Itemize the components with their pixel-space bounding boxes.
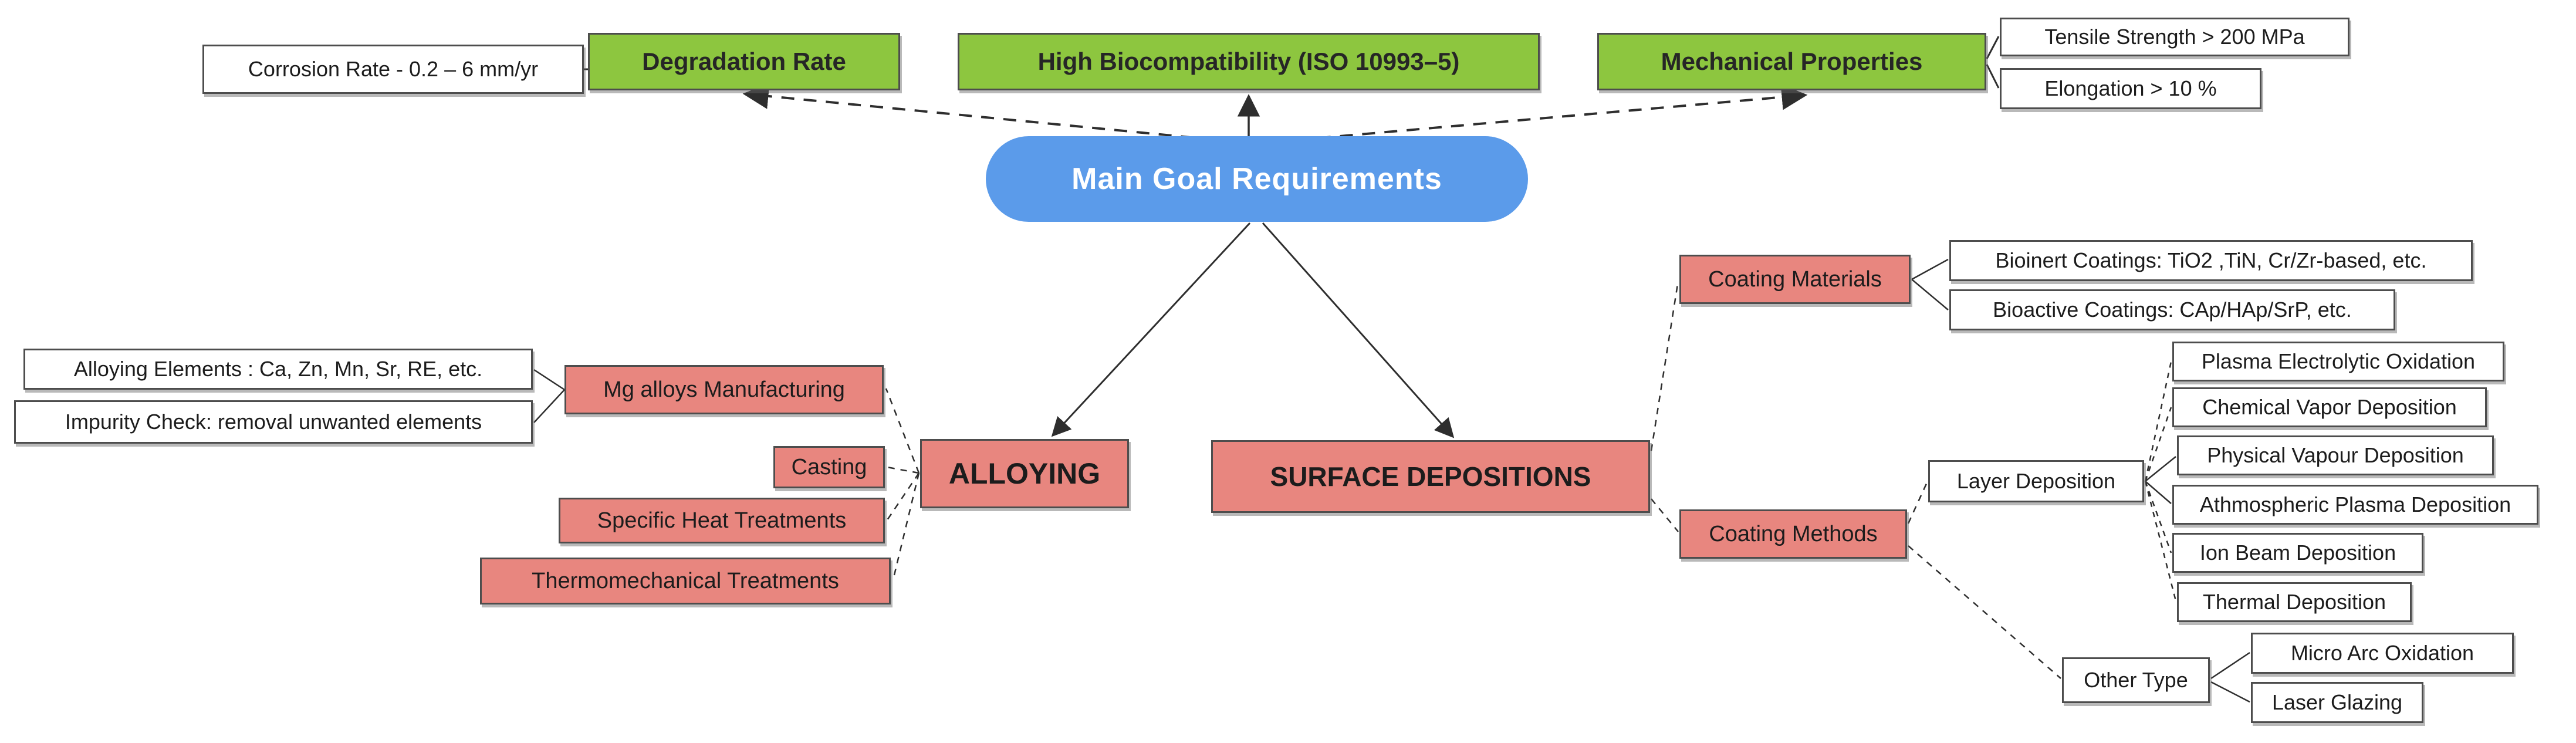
- node-corrosion-rate-note: Corrosion Rate - 0.2 – 6 mm/yr: [202, 45, 584, 94]
- node-high-biocompatibility: High Biocompatibility (ISO 10993–5): [958, 33, 1540, 90]
- node-mechanical-properties: Mechanical Properties: [1597, 33, 1986, 90]
- node-physical-vapour-deposition: Physical Vapour Deposition: [2177, 435, 2494, 475]
- node-thermal-deposition: Thermal Deposition: [2177, 582, 2412, 622]
- node-athmospheric-plasma-deposition: Athmospheric Plasma Deposition: [2172, 485, 2538, 525]
- root-to-branches-links: [1051, 222, 1455, 438]
- node-other-type: Other Type: [2062, 657, 2210, 703]
- node-laser-glazing: Laser Glazing: [2251, 682, 2423, 723]
- node-specific-heat-treatments: Specific Heat Treatments: [559, 498, 885, 543]
- alloying-links: [533, 369, 920, 580]
- node-thermomechanical-treatments: Thermomechanical Treatments: [480, 558, 891, 604]
- node-alloying: ALLOYING: [920, 439, 1129, 508]
- node-elongation-note: Elongation > 10 %: [2000, 68, 2261, 109]
- node-mg-alloys-manufacturing: Mg alloys Manufacturing: [564, 365, 884, 414]
- node-main-goal-requirements: Main Goal Requirements: [986, 136, 1528, 222]
- layer-deposition-links: [2144, 361, 2177, 602]
- node-alloying-elements-note: Alloying Elements : Ca, Zn, Mn, Sr, RE, …: [23, 349, 533, 390]
- node-surface-depositions: SURFACE DEPOSITIONS: [1211, 440, 1650, 513]
- node-bioinert-coatings-note: Bioinert Coatings: TiO2 ,TiN, Cr/Zr-base…: [1949, 240, 2473, 281]
- node-chemical-vapor-deposition: Chemical Vapor Deposition: [2172, 387, 2487, 427]
- node-plasma-electrolytic-oxidation: Plasma Electrolytic Oxidation: [2172, 342, 2504, 381]
- surface-links: [1650, 258, 2061, 679]
- other-type-links: [2210, 651, 2250, 703]
- node-ion-beam-deposition: Ion Beam Deposition: [2172, 533, 2423, 573]
- node-coating-materials: Coating Materials: [1679, 255, 1911, 304]
- node-impurity-check-note: Impurity Check: removal unwanted element…: [14, 400, 533, 444]
- node-coating-methods: Coating Methods: [1679, 509, 1907, 559]
- node-micro-arc-oxidation: Micro Arc Oxidation: [2251, 633, 2514, 674]
- node-tensile-strength-note: Tensile Strength > 200 MPa: [2000, 18, 2349, 56]
- root-to-requirements-links: [742, 83, 1808, 143]
- node-bioactive-coatings-note: Bioactive Coatings: CAp/HAp/SrP, etc.: [1949, 289, 2395, 330]
- node-layer-deposition: Layer Deposition: [1928, 460, 2144, 502]
- node-degradation-rate: Degradation Rate: [588, 33, 900, 90]
- node-casting: Casting: [773, 446, 885, 488]
